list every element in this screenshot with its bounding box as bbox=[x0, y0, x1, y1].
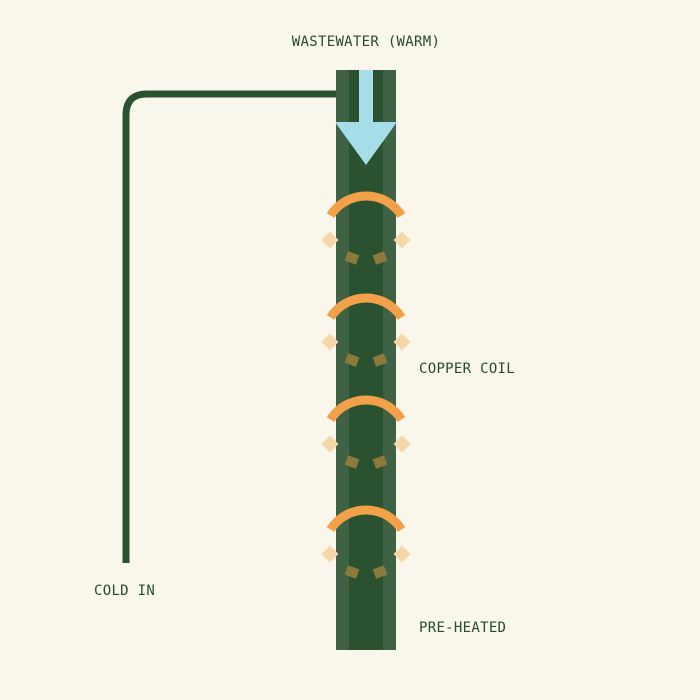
pre-heated-label: PRE-HEATED bbox=[419, 620, 507, 636]
coil-side-segment bbox=[393, 231, 411, 249]
copper-coil bbox=[321, 191, 411, 579]
coil-side-segment bbox=[393, 545, 411, 563]
cold-water-pipe bbox=[122, 90, 338, 563]
coil-back-segment bbox=[372, 455, 388, 469]
copper-coil-loop-icon bbox=[326, 505, 406, 533]
coil-back-segment bbox=[344, 455, 360, 469]
coil-back-segment bbox=[344, 251, 360, 265]
coil-side-segment bbox=[321, 231, 339, 249]
coil-back-segment bbox=[372, 353, 388, 367]
copper-coil-loop-icon bbox=[326, 293, 406, 321]
coil-side-segment bbox=[321, 333, 339, 351]
copper-coil-loop-icon bbox=[326, 191, 406, 219]
coil-side-segment bbox=[393, 435, 411, 453]
coil-side-segment bbox=[393, 333, 411, 351]
coil-back-segment bbox=[344, 353, 360, 367]
coil-back-segment bbox=[344, 565, 360, 579]
down-arrow-icon bbox=[335, 70, 397, 165]
copper-coil-label: COPPER COIL bbox=[419, 361, 516, 377]
cold-in-label: COLD IN bbox=[94, 583, 156, 599]
coil-back-segment bbox=[372, 565, 388, 579]
copper-coil-loop-icon bbox=[326, 395, 406, 423]
coil-side-segment bbox=[321, 435, 339, 453]
wastewater-label: WASTEWATER (WARM) bbox=[291, 34, 441, 50]
coil-side-segment bbox=[321, 545, 339, 563]
coil-back-segment bbox=[372, 251, 388, 265]
